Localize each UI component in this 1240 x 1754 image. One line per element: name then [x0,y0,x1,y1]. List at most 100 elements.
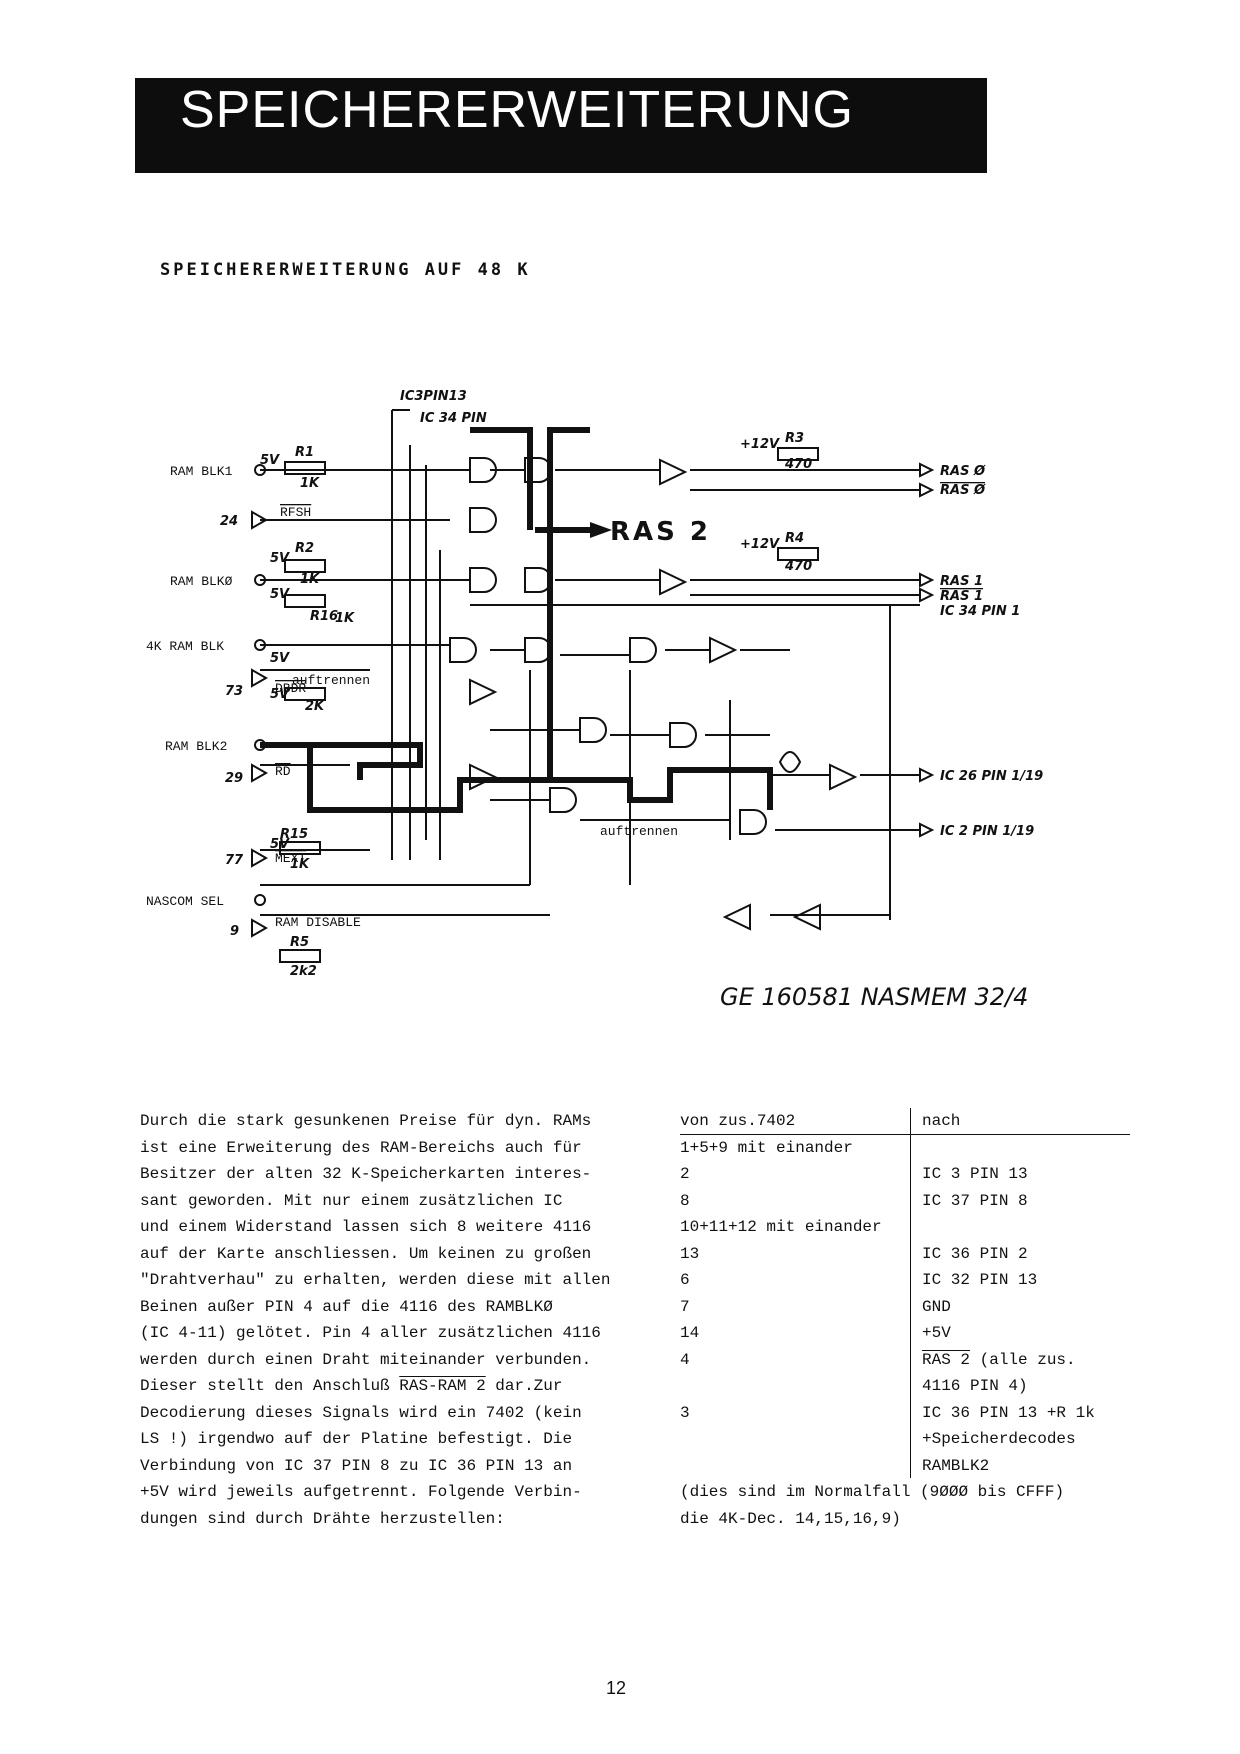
cell-to: IC 32 PIN 13 [922,1271,1038,1289]
table-row: 3 IC 36 PIN 13 +R 1k [680,1400,1130,1427]
table-header: von zus.7402 nach [680,1108,1130,1135]
cell-to: IC 36 PIN 13 +R 1k [922,1403,1095,1422]
output-label: IC 34 PIN 1 [940,604,1020,619]
paragraph-line: sant geworden. Mit nur einem zusätzliche… [140,1191,563,1210]
title-banner: SPEICHERERWEITERUNG [135,78,987,173]
pin-annotation: IC3PIN13 [400,389,467,404]
resistor-label: R2 [295,541,314,556]
pin-number: 73 [225,684,243,699]
paragraph-line: werden durch einen Draht miteinander ver… [140,1350,592,1369]
input-label: 4K RAM BLK [146,639,224,654]
resistor-label: R1 [295,445,314,460]
paragraph-line: "Drahtverhau" zu erhalten, werden diese … [140,1271,611,1289]
input-label: RAM BLKØ [170,574,233,589]
pin-number: 29 [225,771,243,786]
supply-label: 5V [270,551,290,566]
input-label: RAM DISABLE [275,915,361,930]
paragraph-line: Besitzer der alten 32 K-Speicherkarten i… [140,1165,592,1183]
output-label: RAS Ø [940,464,986,479]
ras2-heavy-path [260,427,773,813]
supply-label: 5V [270,687,290,702]
pin-number: 77 [225,853,244,868]
cell-to: RAMBLK2 [922,1456,990,1475]
body-paragraph: Durch die stark gesunkenen Preise für dy… [140,1108,680,1532]
ras2-arrow-icon [590,522,612,538]
supply-label: 5V [270,837,290,852]
output-label: RAS Ø [940,483,986,498]
table-row: 8 IC 37 PIN 8 [680,1188,1130,1215]
table-row: 1+5+9 mit einander [680,1135,1130,1162]
resistor-label: 2K [305,699,325,714]
subtitle: SPEICHERERWEITERUNG AUF 48 K [160,260,531,280]
pin-annotation: IC 34 PIN [420,411,487,426]
paragraph-line: Durch die stark gesunkenen Preise für dy… [140,1112,592,1130]
header-from: von zus.7402 [680,1112,796,1130]
cell-to: IC 37 PIN 8 [922,1191,1028,1210]
cell-from: 7 [680,1297,690,1316]
paragraph-line: ist eine Erweiterung des RAM-Bereichs au… [140,1138,582,1157]
cell-from: 1+5+9 mit einander [680,1138,853,1157]
cell-to: RAS 2 (alle zus. [922,1350,1076,1369]
input-label: NASCOM SEL [146,894,224,909]
paragraph-line: +5V wird jeweils aufgetrennt. Folgende V… [140,1483,582,1501]
resistor-label: 470 [784,457,812,472]
supply-label: 5V [270,651,290,666]
table-row: 10+11+12 mit einander [680,1214,1130,1241]
resistor-label: R16 [310,609,338,624]
input-label: RAM BLK2 [165,739,227,754]
resistor-label: 1K [300,476,320,491]
resistor-label: 1K [335,611,355,626]
cell-to: GND [922,1297,951,1316]
cell-from: 10+11+12 mit einander [680,1218,882,1236]
cell-from: 3 [680,1403,690,1422]
table-row: 7 GND [680,1294,1130,1321]
header-to: nach [922,1112,961,1130]
cell-to: +Speicherdecodes [922,1430,1076,1448]
resistor-label: 470 [784,559,812,574]
output-label: RAS 1 [940,574,983,589]
table-header-rule [680,1134,1130,1135]
table-note-2: die 4K-Dec. 14,15,16,9) [680,1509,901,1528]
supply-label: +12V [740,537,780,552]
supply-label: +12V [740,437,780,452]
paragraph-line: (IC 4-11) gelötet. Pin 4 aller zusätzlic… [140,1324,601,1342]
paragraph-line: und einem Widerstand lassen sich 8 weite… [140,1218,592,1236]
cut-annotation: auftrennen [292,673,370,688]
resistor-label: R5 [290,935,309,950]
pin-number: 24 [220,514,238,529]
cell-from: 8 [680,1191,690,1210]
output-label: IC 26 PIN 1/19 [940,769,1043,784]
pin-number: 9 [230,924,239,939]
input-label: RFSH [280,505,311,520]
cell-from: 2 [680,1165,690,1183]
output-label: IC 2 PIN 1/19 [940,824,1034,839]
resistor-label: 2k2 [290,964,317,979]
resistor-label: 1K [290,857,310,872]
supply-label: 5V [270,587,290,602]
input-label: RD [275,764,291,779]
schematic-wires [251,409,935,963]
paragraph-line: auf der Karte anschliessen. Um keinen zu… [140,1244,592,1263]
cell-from: 14 [680,1324,700,1342]
table-row: 4116 PIN 4) [680,1373,1130,1400]
page-title: SPEICHERERWEITERUNG [180,81,854,139]
paragraph-line: Dieser stellt den Anschluß RAS-RAM 2 dar… [140,1377,563,1395]
schematic-footer-note: GE 160581 NASMEM 32/4 [720,983,1028,1011]
output-label: RAS 1 [940,589,983,604]
cell-to: 4116 PIN 4) [922,1377,1028,1395]
table-note-1: (dies sind im Normalfall (9ØØØ bis CFFF) [680,1483,1065,1501]
resistor-label: 1K [300,572,320,587]
cell-to: IC 36 PIN 2 [922,1244,1028,1263]
resistor-label: R3 [785,431,804,446]
paragraph-line: Verbindung von IC 37 PIN 8 zu IC 36 PIN … [140,1456,573,1475]
ras2-label: RAS 2 [610,517,711,547]
cut-annotation: auftrennen [600,824,678,839]
resistor-label: R4 [785,531,804,546]
paragraph-line: dungen sind durch Drähte herzustellen: [140,1509,505,1528]
page-number: 12 [606,1678,627,1698]
